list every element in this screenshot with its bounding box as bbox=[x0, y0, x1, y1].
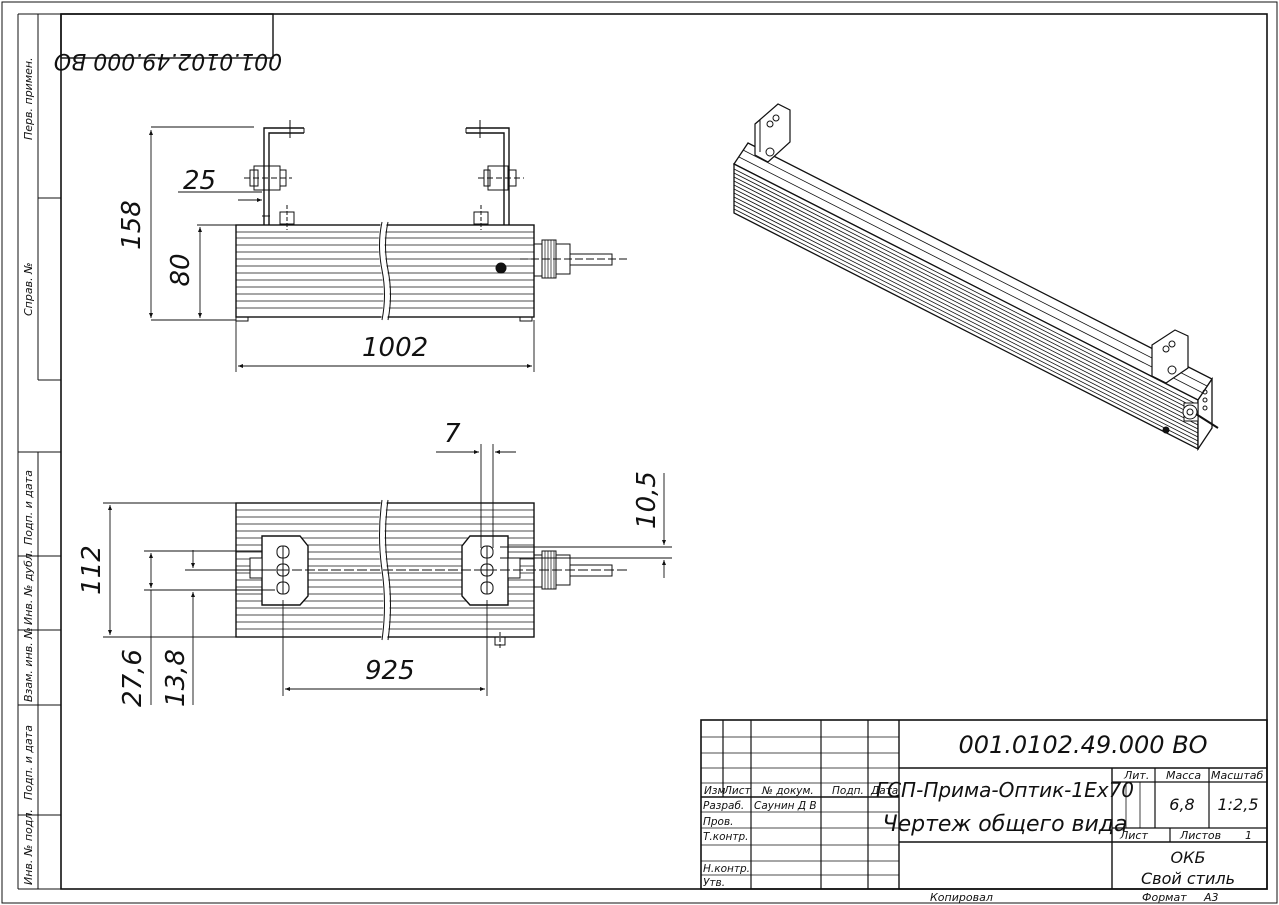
hdr-izm: Изм bbox=[704, 785, 725, 797]
left-binding-strip: Перв. примен. Справ. № Подп. и дата Инв.… bbox=[17, 13, 61, 890]
side-label-podp2: Подп. и дата bbox=[22, 725, 35, 800]
sheet-label: Лист bbox=[1119, 829, 1148, 842]
dim-925: 925 bbox=[365, 656, 415, 686]
role-razrab: Разраб. bbox=[703, 800, 744, 812]
dim-112: 112 bbox=[77, 545, 107, 595]
dim-25: 25 bbox=[183, 166, 216, 196]
role-tkontr: Т.контр. bbox=[703, 831, 749, 843]
dim-80: 80 bbox=[166, 253, 196, 286]
side-label-sprav: Справ. № bbox=[22, 262, 35, 316]
side-label-podp1: Подп. и дата bbox=[22, 470, 35, 545]
mirrored-code-box: 001.0102.49.000 ВО bbox=[54, 13, 282, 73]
mass-value: 6,8 bbox=[1169, 795, 1194, 814]
title-block bbox=[700, 719, 1268, 890]
top-view bbox=[235, 499, 630, 650]
sheets-value: 1 bbox=[1245, 829, 1252, 842]
hdr-ndoc: № докум. bbox=[761, 785, 814, 797]
side-label-inv-podl: Инв. № подл. bbox=[22, 809, 35, 885]
copied-label: Копировал bbox=[930, 891, 993, 904]
front-view bbox=[235, 120, 630, 322]
format-label: Формат bbox=[1142, 891, 1187, 904]
scale-value: 1:2,5 bbox=[1217, 795, 1258, 814]
side-label-perv: Перв. примен. bbox=[22, 57, 35, 140]
dim-13-8: 13,8 bbox=[161, 649, 191, 707]
dim-158: 158 bbox=[117, 200, 147, 250]
front-view-dimensions bbox=[149, 126, 535, 372]
dim-27-6: 27,6 bbox=[118, 649, 148, 707]
top-view-dimensions bbox=[103, 444, 672, 705]
org-line-1: ОКБ bbox=[1171, 848, 1206, 867]
side-label-vzam: Взам. инв. № bbox=[22, 627, 35, 702]
title-block-name-1: ГСП-Прима-Оптик-1Ex70 bbox=[876, 778, 1134, 802]
hdr-data: Дата bbox=[870, 785, 898, 797]
role-nkontr: Н.контр. bbox=[703, 863, 750, 875]
dim-1002: 1002 bbox=[362, 333, 428, 363]
org-line-2: Свой стиль bbox=[1141, 869, 1235, 888]
scale-label: Масштаб bbox=[1211, 769, 1263, 782]
hdr-podp: Подп. bbox=[832, 785, 864, 797]
sheets-label: Листов bbox=[1179, 829, 1221, 842]
isometric-view bbox=[733, 103, 1219, 452]
mirrored-code: 001.0102.49.000 ВО bbox=[54, 48, 282, 73]
title-block-name-2: Чертеж общего вида bbox=[883, 812, 1128, 837]
role-prov: Пров. bbox=[703, 816, 734, 828]
mass-label: Масса bbox=[1166, 769, 1201, 782]
hdr-list: Лист bbox=[723, 785, 751, 797]
format-value: А3 bbox=[1203, 891, 1219, 904]
dim-10-5: 10,5 bbox=[632, 471, 662, 529]
developer-name: Саунин Д В bbox=[754, 800, 817, 812]
side-label-inv-dubl: Инв. № дубл. bbox=[22, 550, 35, 625]
title-block-code: 001.0102.49.000 ВО bbox=[958, 731, 1207, 759]
role-utv: Утв. bbox=[703, 877, 725, 889]
dim-7: 7 bbox=[444, 419, 461, 449]
lit-label: Лит. bbox=[1123, 769, 1149, 782]
